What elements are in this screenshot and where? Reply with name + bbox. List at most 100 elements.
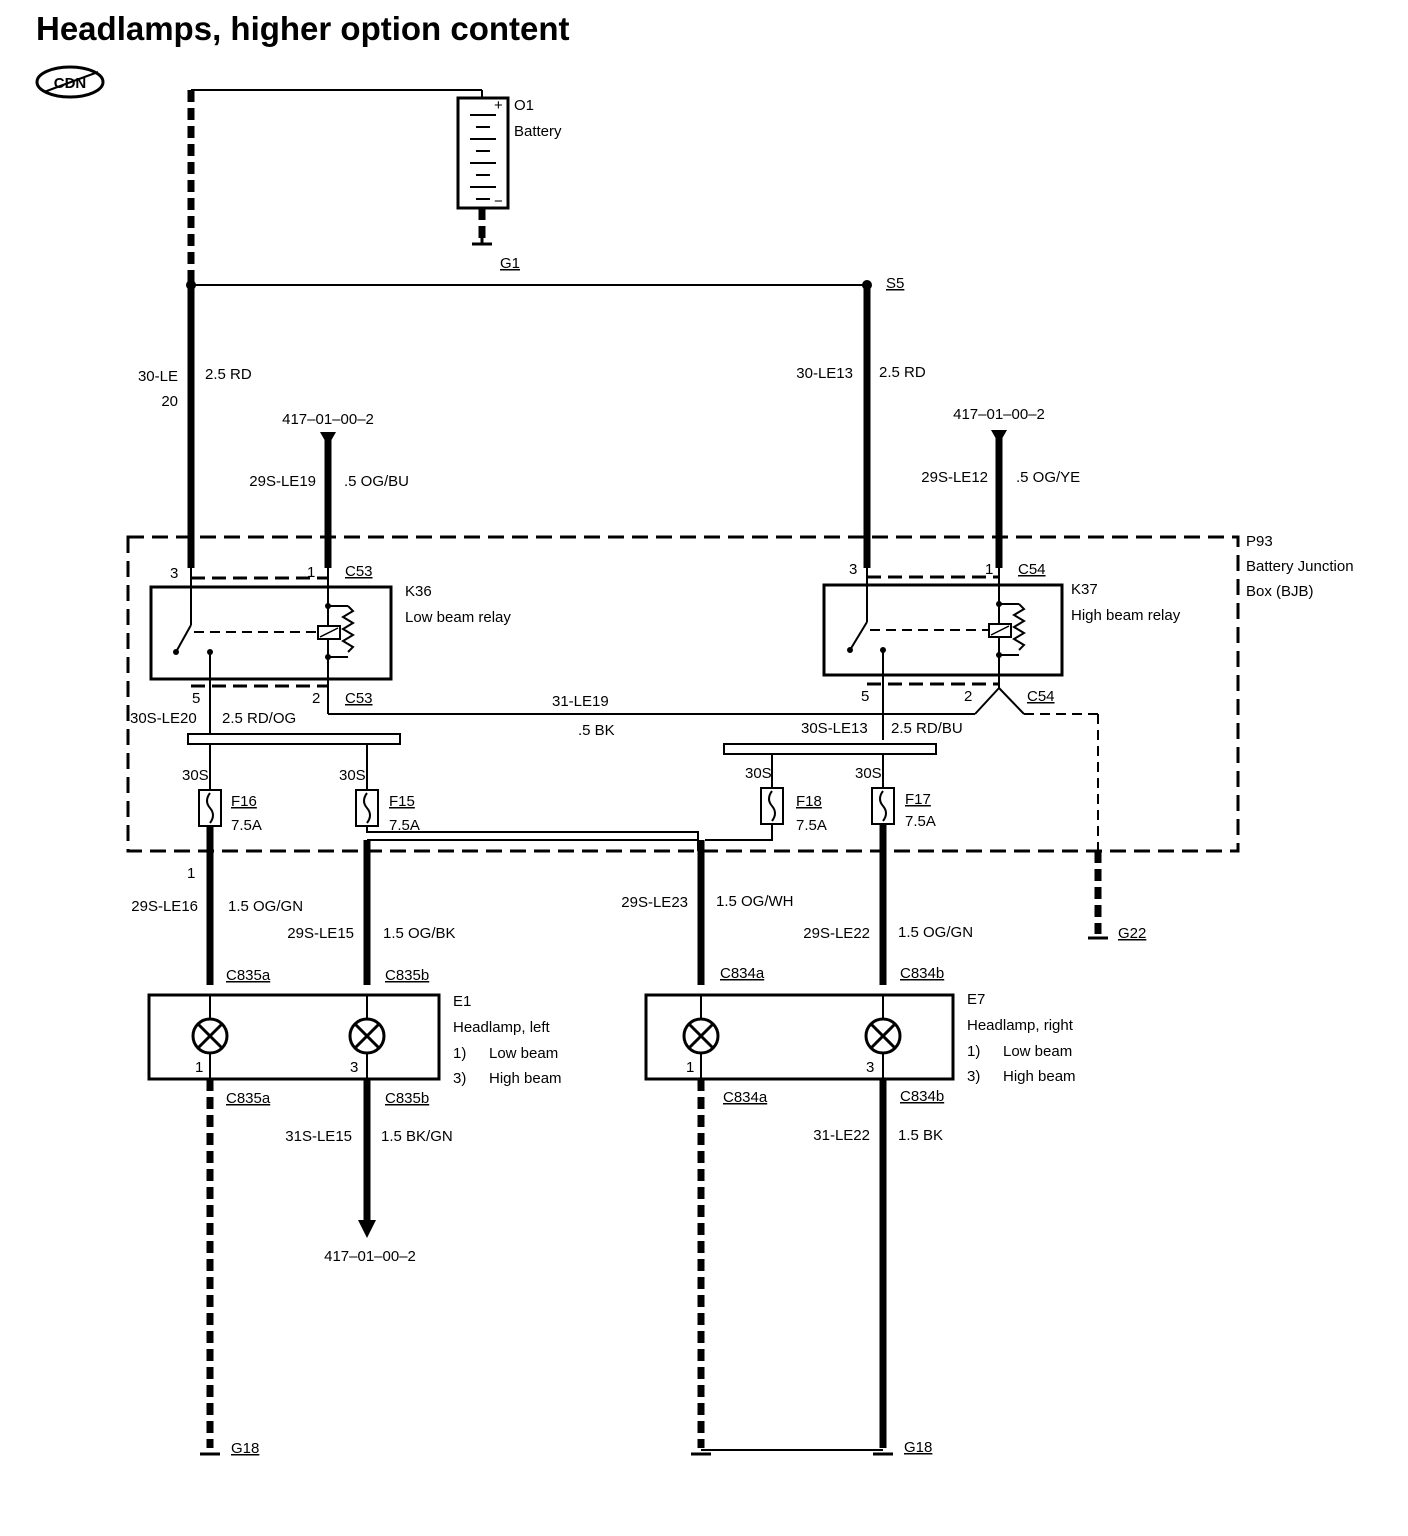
e1-conn-a-top: C835a — [226, 967, 271, 984]
wire-29sle15-circuit: 29S-LE15 — [287, 925, 354, 942]
e7-id: E7 — [967, 991, 985, 1008]
wire-31le19-gauge: .5 BK — [578, 722, 615, 739]
wire-29sle16-circuit: 29S-LE16 — [131, 898, 198, 915]
wire-29sle23-gauge: 1.5 OG/WH — [716, 893, 794, 910]
svg-text:High beam: High beam — [1003, 1068, 1076, 1085]
e7-conn-b-top: C834b — [900, 965, 944, 982]
cdn-badge: CDN — [35, 65, 105, 99]
splice-s5-label: S5 — [886, 275, 904, 292]
k37-id: K37 — [1071, 581, 1098, 598]
k36-pin1: 1 — [307, 564, 315, 581]
fuse-f16-id: F16 — [231, 793, 257, 810]
busbar-left — [187, 733, 401, 745]
svg-text:1: 1 — [195, 1059, 203, 1076]
k37-pin1: 1 — [985, 561, 993, 578]
svg-text:3: 3 — [350, 1059, 358, 1076]
e7-name: Headlamp, right — [967, 1017, 1074, 1034]
svg-text:30S: 30S — [182, 767, 209, 784]
wire-30sle13-gauge: 2.5 RD/BU — [891, 720, 963, 737]
svg-text:3: 3 — [866, 1059, 874, 1076]
wire-30le-circuit: 30-LE — [138, 368, 178, 385]
wire-30sle20-gauge: 2.5 RD/OG — [222, 710, 296, 727]
e7-conn-a-bottom: C834a — [723, 1089, 768, 1106]
battery-symbol: + − — [456, 96, 510, 210]
svg-text:3): 3) — [453, 1070, 466, 1087]
k37-connector-top: C54 — [1018, 561, 1046, 578]
wire-29sle22-gauge: 1.5 OG/GN — [898, 924, 973, 941]
fuse-f15-id: F15 — [389, 793, 415, 810]
wire-31le19-circuit: 31-LE19 — [552, 693, 609, 710]
wire-29sle19-gauge: .5 OG/BU — [344, 473, 409, 490]
e1-conn-b-bottom: C835b — [385, 1090, 429, 1107]
svg-text:3): 3) — [967, 1068, 980, 1085]
e7-conn-a-top: C834a — [720, 965, 765, 982]
wire-29sle23-circuit: 29S-LE23 — [621, 894, 688, 911]
wire-31le22-gauge: 1.5 BK — [898, 1127, 943, 1144]
k37-name: High beam relay — [1071, 607, 1181, 624]
wire-30le13-circuit: 30-LE13 — [796, 365, 853, 382]
busbar-right — [723, 743, 937, 755]
svg-text:30S: 30S — [745, 765, 772, 782]
e1-id: E1 — [453, 993, 471, 1010]
wire-29sle12-gauge: .5 OG/YE — [1016, 469, 1080, 486]
svg-text:High beam: High beam — [489, 1070, 562, 1087]
battery-minus: − — [494, 193, 503, 210]
wire-29sle22-circuit: 29S-LE22 — [803, 925, 870, 942]
ground-g1-label: G1 — [500, 255, 520, 272]
bjb-line2: Box (BJB) — [1246, 583, 1314, 600]
ground-icon — [472, 238, 492, 246]
svg-text:Low beam: Low beam — [489, 1045, 558, 1062]
bjb-id: P93 — [1246, 533, 1273, 550]
svg-text:1): 1) — [967, 1043, 980, 1060]
wire-31sle15-gauge: 1.5 BK/GN — [381, 1128, 453, 1145]
k36-id: K36 — [405, 583, 432, 600]
wire-30sle13-circuit: 30S-LE13 — [801, 720, 868, 737]
wire-30le13-gauge: 2.5 RD — [879, 364, 926, 381]
fuse-f17-rating: 7.5A — [905, 813, 936, 830]
ground-g18-left-label: G18 — [231, 1440, 259, 1457]
wire-31le22-circuit: 31-LE22 — [813, 1127, 870, 1144]
wire-29sle12-circuit: 29S-LE12 — [921, 469, 988, 486]
page-title: Headlamps, higher option content — [36, 10, 570, 47]
wire-29sle19-circuit: 29S-LE19 — [249, 473, 316, 490]
wire-31sle15-circuit: 31S-LE15 — [285, 1128, 352, 1145]
fuse-f15-rating: 7.5A — [389, 817, 420, 834]
lamp-icon — [348, 1017, 386, 1055]
battery-plus: + — [494, 97, 503, 114]
k36-pin5: 5 — [192, 690, 200, 707]
k37-pin2: 2 — [964, 688, 972, 705]
svg-text:Low beam: Low beam — [1003, 1043, 1072, 1060]
wire-29sle15-gauge: 1.5 OG/BK — [383, 925, 456, 942]
k36-connector-bottom: C53 — [345, 690, 373, 707]
lamp-icon — [864, 1017, 902, 1055]
k37-connector-bottom: C54 — [1027, 688, 1055, 705]
wire-30le-gauge: 2.5 RD — [205, 366, 252, 383]
svg-text:1: 1 — [686, 1059, 694, 1076]
svg-text:30S: 30S — [855, 765, 882, 782]
svg-text:30S: 30S — [339, 767, 366, 784]
lamp-icon — [191, 1017, 229, 1055]
k37-pin3: 3 — [849, 561, 857, 578]
e1-conn-a-bottom: C835a — [226, 1090, 271, 1107]
e1-conn-b-top: C835b — [385, 967, 429, 984]
e1-name: Headlamp, left — [453, 1019, 551, 1036]
lamp-icon — [682, 1017, 720, 1055]
k37-pin5: 5 — [861, 688, 869, 705]
bjb-line1: Battery Junction — [1246, 558, 1354, 575]
battery-id: O1 — [514, 97, 534, 114]
ref-417-low: 417–01–00–2 — [282, 411, 374, 428]
fuse-f17-id: F17 — [905, 791, 931, 808]
wire-29sle16-gauge: 1.5 OG/GN — [228, 898, 303, 915]
ground-g18-right-label: G18 — [904, 1439, 932, 1456]
ref-417-ground: 417–01–00–2 — [324, 1248, 416, 1265]
k36-pin2: 2 — [312, 690, 320, 707]
k36-name: Low beam relay — [405, 609, 511, 626]
svg-text:1): 1) — [453, 1045, 466, 1062]
k36-connector-top: C53 — [345, 563, 373, 580]
bjb-enclosure — [126, 535, 1240, 853]
battery-name: Battery — [514, 123, 562, 140]
e7-conn-b-bottom: C834b — [900, 1088, 944, 1105]
wire-30sle20-circuit: 30S-LE20 — [130, 710, 197, 727]
fuse-f18-rating: 7.5A — [796, 817, 827, 834]
